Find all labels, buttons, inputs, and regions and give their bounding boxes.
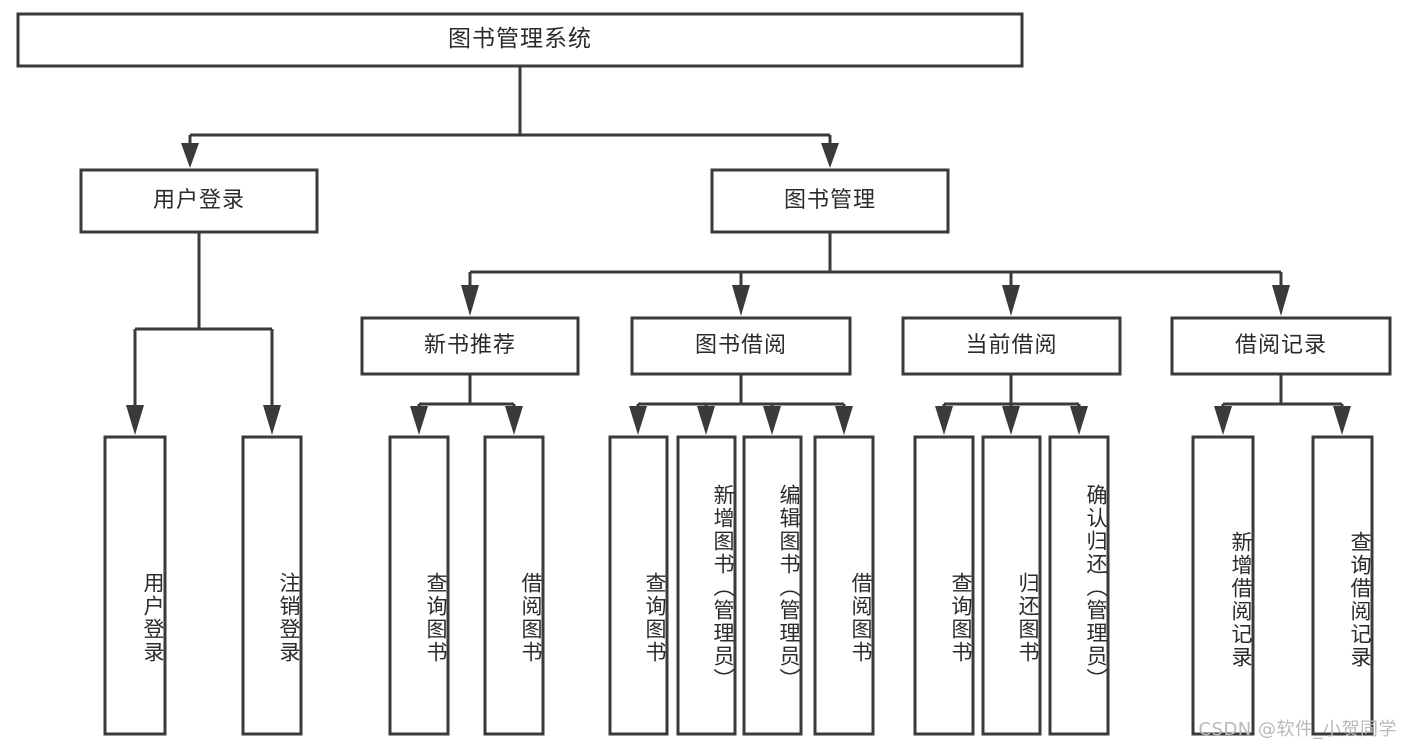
arrow-head-current-borrow bbox=[1002, 285, 1020, 316]
arrow-head-cb-query-book bbox=[935, 406, 953, 435]
arrow-head-br-add-record bbox=[1214, 406, 1232, 435]
leaf-box-user-login[interactable] bbox=[103, 435, 167, 736]
leaf-box-bb-borrow-book[interactable] bbox=[813, 435, 875, 736]
node-box-current-borrow[interactable] bbox=[901, 316, 1122, 376]
arrow-head-new-book-recommend bbox=[461, 285, 479, 316]
arrow-head-cb-confirm-return bbox=[1070, 406, 1088, 435]
node-box-new-book-recommend[interactable] bbox=[360, 316, 580, 376]
leaf-box-nbr-query-book[interactable] bbox=[388, 435, 450, 736]
arrow-head-bb-query-book bbox=[629, 406, 647, 435]
arrow-head-bb-add-book bbox=[697, 406, 715, 435]
arrow-head-bb-borrow-book bbox=[835, 406, 853, 435]
arrow-head-leaf-logout bbox=[263, 405, 281, 435]
arrow-head-borrow-record bbox=[1272, 285, 1290, 316]
leaf-box-cb-query-book[interactable] bbox=[913, 435, 975, 736]
node-box-root[interactable] bbox=[16, 12, 1024, 68]
arrow-head-user-login bbox=[181, 143, 199, 168]
arrow-head-leaf-user-login bbox=[126, 405, 144, 435]
arrow-head-book-management bbox=[821, 143, 839, 168]
leaf-box-br-add-record[interactable] bbox=[1191, 435, 1255, 736]
leaf-box-cb-confirm-return[interactable] bbox=[1048, 435, 1110, 736]
leaf-box-br-query-record[interactable] bbox=[1311, 435, 1374, 736]
node-box-borrow-record[interactable] bbox=[1170, 316, 1392, 376]
node-box-book-management[interactable] bbox=[710, 168, 950, 234]
leaf-box-bb-edit-book[interactable] bbox=[742, 435, 803, 736]
arrow-head-cb-return-book bbox=[1002, 406, 1020, 435]
leaf-box-bb-add-book[interactable] bbox=[676, 435, 737, 736]
arrow-head-nbr-borrow-book bbox=[505, 406, 523, 435]
arrow-head-nbr-query-book bbox=[410, 406, 428, 435]
leaf-box-cb-return-book[interactable] bbox=[981, 435, 1042, 736]
leaf-box-bb-query-book[interactable] bbox=[608, 435, 669, 736]
arrow-head-bb-edit-book bbox=[763, 406, 781, 435]
arrow-head-book-borrow bbox=[732, 285, 750, 316]
node-box-book-borrow[interactable] bbox=[630, 316, 852, 376]
leaf-box-logout[interactable] bbox=[241, 435, 303, 736]
node-box-user-login[interactable] bbox=[79, 168, 319, 234]
arrow-head-br-query-record bbox=[1333, 406, 1351, 435]
leaf-box-nbr-borrow-book[interactable] bbox=[483, 435, 545, 736]
